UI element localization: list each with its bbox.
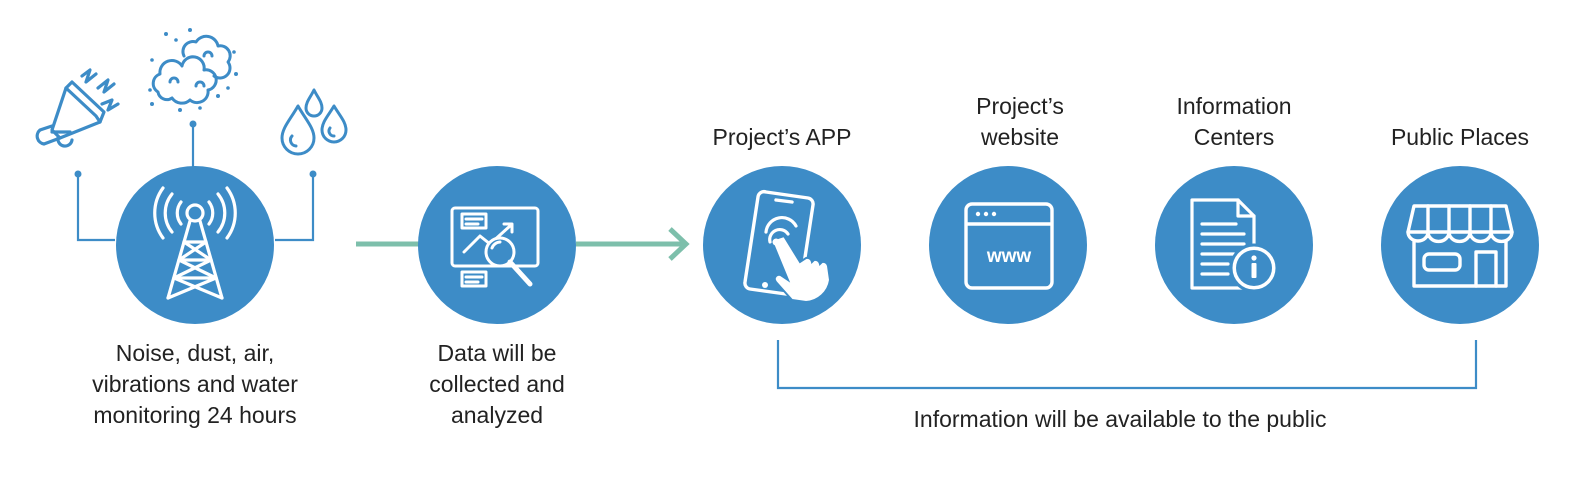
website-label-line-1: Project’s [976,93,1064,119]
public-places-label-line-1: Public Places [1390,124,1530,150]
touch-hand-icon [764,216,832,304]
analysis-label-line-3: analyzed [450,402,544,428]
antenna-tower-icon [153,186,237,300]
hub-circle [116,166,274,324]
app-label-line-1: Project’s APP [712,124,852,150]
connector-dots [74,120,317,178]
availability-label: Information will be available to the pub… [820,404,1420,435]
sensing-label-line-3: monitoring 24 hours [93,402,297,428]
public-availability-bracket [776,340,1478,390]
public-places-circle [1381,166,1539,324]
dust-particles [148,28,238,112]
storefront-icon [1406,204,1514,288]
smartphone-touch-icon [743,189,815,297]
data-analysis-icon [450,206,540,288]
dust-cloud-icon [151,34,232,105]
sensing-label-line-2: vibrations and water [92,371,298,397]
sensing-label: Noise, dust, air, vibrations and water m… [55,338,335,431]
app-label: Project’s APP [672,122,892,153]
information-centers-label: Information Centers [1134,91,1334,153]
analysis-label: Data will be collected and analyzed [377,338,617,431]
water-drops-icon [280,88,348,156]
sensor-connectors [76,124,315,242]
availability-label-text: Information will be available to the pub… [913,406,1327,432]
website-circle [929,166,1087,324]
information-centers-label-line-2: Centers [1193,124,1275,150]
website-www-text: www [986,246,1032,267]
analysis-label-line-1: Data will be [437,340,557,366]
megaphone-icon [35,68,120,148]
public-places-label: Public Places [1358,122,1562,153]
analysis-label-line-2: collected and [429,371,565,397]
info-badge-icon [1229,243,1279,293]
flow-arrow [356,227,690,261]
website-label-line-2: website [981,124,1059,150]
website-label: Project’s website [920,91,1120,153]
website-icon [964,202,1054,290]
information-centers-label-line-1: Information [1176,93,1292,119]
sensing-label-line-1: Noise, dust, air, [115,340,275,366]
